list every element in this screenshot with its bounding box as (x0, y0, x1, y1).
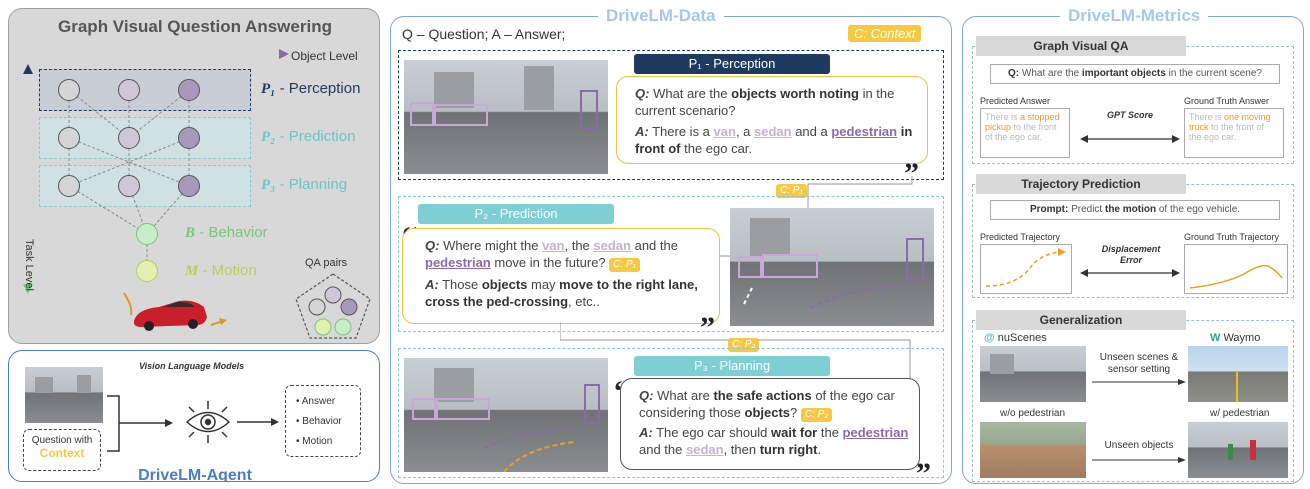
close-quote: ” (700, 311, 715, 344)
output-arrow (237, 418, 279, 426)
agent-panel: Vision Language Models Question with Con… (8, 350, 380, 482)
trajectory-prompt: Prompt: Predict the motion of the ego ve… (990, 200, 1280, 220)
gvqa-question: Q: What are the important objects in the… (990, 64, 1280, 84)
gpt-score-label: GPT Score (1106, 110, 1153, 120)
planning-node (118, 175, 140, 197)
p1-header: P₁ - Perception (634, 54, 830, 74)
agent-outputs: • Answer • Behavior • Motion (285, 385, 361, 457)
unseen-scenes-arrow (1092, 379, 1186, 385)
p1-block (398, 50, 944, 180)
generalization-header: Generalization (976, 310, 1186, 330)
p1-scene-image (404, 60, 608, 174)
qa-legend: Q – Question; A – Answer; (402, 26, 566, 42)
graph-vqa-panel: Graph Visual Question Answering Object L… (8, 8, 380, 344)
object-level-label: Object Level (291, 49, 358, 63)
behavior-node (136, 223, 158, 245)
metrics-title: DriveLM-Metrics (1060, 6, 1209, 26)
unseen-objects-arrow (1092, 457, 1186, 463)
wo-pedestrian-label: w/o pedestrian (1000, 408, 1066, 419)
level-motion: M - Motion (185, 262, 257, 279)
perception-node (58, 79, 80, 101)
task-level-arrow (23, 64, 33, 294)
p2-qa-box: Q: Where might the van, the sedan and th… (402, 228, 720, 324)
object-level-arrow (39, 49, 289, 59)
planning-node (58, 175, 80, 197)
waymo-label: W Waymo (1210, 332, 1261, 344)
nuscenes-label: @ nuScenes (984, 332, 1047, 344)
perception-node (118, 79, 140, 101)
prediction-node (118, 127, 140, 149)
waymo-image (1188, 346, 1288, 402)
data-title: DriveLM-Data (598, 6, 724, 26)
level-planning: P₃ - Planning (261, 176, 348, 193)
gpt-score-arrow (1080, 135, 1180, 143)
predicted-answer-label: Predicted Answer (980, 96, 1051, 106)
displacement-error-arrow (1080, 269, 1180, 277)
p3-scene-image (404, 358, 608, 472)
gt-answer-label: Ground Truth Answer (1184, 96, 1270, 106)
level-perception: P₁ - Perception (261, 80, 361, 97)
predicted-trajectory-label: Predicted Trajectory (980, 232, 1061, 242)
predicted-answer: There is a stopped pickup to the front o… (980, 108, 1070, 158)
gt-answer: There is one moving truck to the front o… (1184, 108, 1284, 158)
prediction-node (58, 127, 80, 149)
nuscenes-image (980, 346, 1086, 402)
p2-header: P₂ - Prediction (418, 204, 614, 224)
gt-trajectory-plot (1184, 244, 1288, 294)
motion-node (136, 260, 158, 282)
p2-block (398, 196, 944, 332)
planning-node (178, 175, 200, 197)
perception-node (178, 79, 200, 101)
question-with-context: Question with Context (23, 429, 101, 471)
p3-block (398, 348, 944, 478)
context-tag: C: Context (848, 25, 922, 42)
level-prediction: P₂ - Prediction (261, 128, 356, 145)
vlm-label: Vision Language Models (139, 361, 245, 371)
c-p1-tag: C: P₁ (776, 180, 807, 198)
unseen-scenes-label: Unseen scenes & sensor setting (1099, 352, 1179, 375)
trajectory-metric-header: Trajectory Prediction (976, 174, 1186, 194)
p3-qa-box: Q: What are the safe actions of the ego … (620, 378, 920, 470)
agent-scene-image (25, 367, 103, 423)
p2-scene-image (730, 208, 934, 326)
close-quote: ” (904, 157, 919, 190)
vision-model-icon (185, 401, 231, 443)
agent-flow-arrows (107, 395, 173, 452)
unseen-objects-label: Unseen objects (1104, 440, 1174, 451)
nuscenes-icon: @ (984, 332, 995, 344)
p3-header: P₃ - Planning (634, 356, 830, 376)
predicted-trajectory-plot (980, 244, 1072, 294)
gt-trajectory-label: Ground Truth Trajectory (1184, 232, 1280, 242)
gvqa-title: Graph Visual Question Answering (58, 17, 332, 36)
displacement-error-label: Displacement Error (1101, 244, 1161, 265)
wo-pedestrian-image (980, 422, 1086, 478)
w-pedestrian-label: w/ pedestrian (1210, 408, 1270, 419)
prediction-node (178, 127, 200, 149)
level-behavior: B - Behavior (185, 224, 268, 241)
gvqa-metric-header: Graph Visual QA (976, 36, 1186, 56)
close-quote: ” (916, 457, 931, 489)
waymo-icon: W (1210, 332, 1221, 344)
agent-title: DriveLM-Agent (138, 467, 252, 482)
qa-pairs-pentagon (295, 273, 371, 339)
w-pedestrian-image (1188, 422, 1288, 478)
qa-pairs-label: QA pairs (305, 257, 348, 269)
car-icon (123, 292, 227, 331)
p1-qa-box: Q: What are the objects worth noting in … (616, 76, 928, 164)
